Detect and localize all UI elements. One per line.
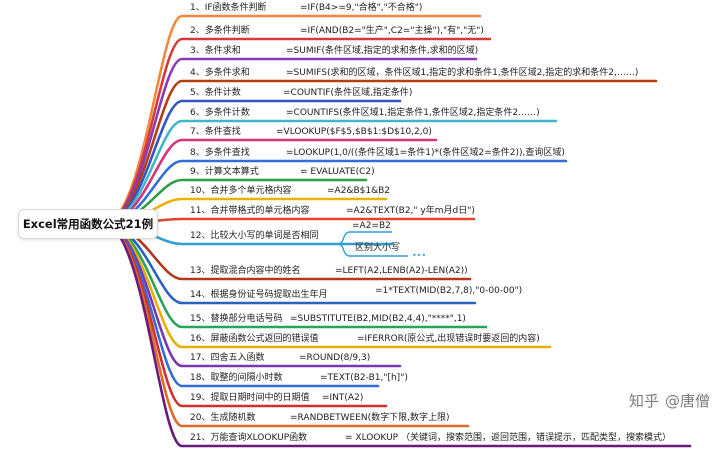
branch-formula: =SUBSTITUTE(B2,MID(B2,4,4),"****",1) [290, 314, 466, 324]
branch-formula: =IFERROR(原公式,出现错误时要返回的内容) [357, 334, 540, 344]
branch-formula: =A2&TEXT(B2," y年m月d日") [346, 206, 475, 216]
branch-formula: =RANDBETWEEN(数字下限,数字上限) [290, 413, 450, 423]
branch-formula: =COUNTIFS(条件区域1,指定条件1,条件区域2,指定条件2……) [286, 108, 540, 118]
branch-label[interactable]: 15、替换部分电话号码 [190, 314, 283, 324]
platform-logo-text: 知乎 [628, 392, 659, 410]
branch-label[interactable]: 20、生成随机数 [190, 413, 256, 423]
branch-label[interactable]: 14、根据身份证号码提取出生年月 [190, 290, 328, 300]
branch-formula: =SUMIFS(求和的区域，条件区域1,指定的求和条件1,条件区域2,指定的求和… [286, 68, 639, 78]
branch-label[interactable]: 13、提取混合内容中的姓名 [190, 266, 301, 276]
branch-label[interactable]: 18、取整的间隔小时数 [190, 373, 283, 383]
branch-formula: =IF(AND(B2="生产",C2="主操"),"有","无") [300, 26, 484, 36]
branch-formula: = XLOOKUP （关键词，搜索范围，返回范围，错误提示，匹配类型，搜索模式） [345, 433, 671, 443]
branch-label[interactable]: 2、多条件判断 [190, 26, 250, 36]
branch-label[interactable]: 19、提取日期时间中的日期值 [190, 393, 310, 403]
collapse-dots-icon[interactable]: ••• [412, 251, 427, 260]
branch-label[interactable]: 8、多条件查找 [190, 148, 250, 158]
branch-formula: =LOOKUP(1,0/((条件区域1=条件1)*(条件区域2=条件2)),查询… [286, 148, 565, 158]
branch-formula: =TEXT(B2-B1,"[h]") [320, 373, 408, 383]
branch-label[interactable]: 11、合并带格式的单元格内容 [190, 206, 310, 216]
branch-label[interactable]: 12、比较大小写的单词是否相同 [190, 231, 319, 241]
author-name: @唐僧 [664, 392, 710, 410]
sub-connector [337, 231, 392, 245]
branch-label[interactable]: 3、条件求和 [190, 46, 241, 56]
branch-formula: =1*TEXT(MID(B2,7,8),"0-00-00") [375, 286, 523, 296]
branch-connector [102, 217, 476, 226]
watermark: 知乎 @唐僧 [629, 390, 710, 411]
branch-label[interactable]: 17、四舍五入函数 [190, 353, 265, 363]
branch-formula: =A2=B2 [352, 221, 391, 231]
branch-label[interactable]: 21、万能查询XLOOKUP函数 [190, 433, 308, 443]
branch-label[interactable]: 7、条件查找 [190, 127, 241, 137]
branch-formula: =INT(A2) [322, 393, 364, 403]
branch-label[interactable]: 1、IF函数条件判断 [190, 3, 267, 13]
branch-label[interactable]: 9、计算文本算式 [190, 167, 259, 177]
sub-connector [337, 243, 408, 257]
branch-formula: =LEFT(A2,LENB(A2)-LEN(A2)) [335, 266, 468, 276]
branch-formula: =ROUND(8/9,3) [299, 353, 371, 363]
branch-formula: =SUMIF(条件区域,指定的求和条件,求和的区域) [286, 46, 479, 56]
branch-formula: = EVALUATE(C2) [300, 167, 375, 177]
branch-label[interactable]: 5、条件计数 [190, 88, 241, 98]
branch-label[interactable]: 4、多条件求和 [190, 68, 250, 78]
branch-formula: =A2&B$1&B2 [327, 186, 390, 196]
branch-formula: =COUNTIF(条件区域,指定条件) [283, 88, 413, 98]
branch-label[interactable]: 16、屏蔽函数公式返回的错误值 [190, 334, 319, 344]
branch-formula: =IF(B4>=9,"合格","不合格") [300, 3, 423, 13]
branch-label[interactable]: 6、多条件计数 [190, 108, 250, 118]
branch-label[interactable]: 10、合并多个单元格内容 [190, 186, 292, 196]
branch-formula: =VLOOKUP($F$5,$B$1:$D$10,2,0) [276, 127, 432, 137]
center-topic[interactable]: Excel常用函数公式21例 [18, 209, 158, 239]
branch-subnote: 区别大小写 [355, 243, 401, 253]
